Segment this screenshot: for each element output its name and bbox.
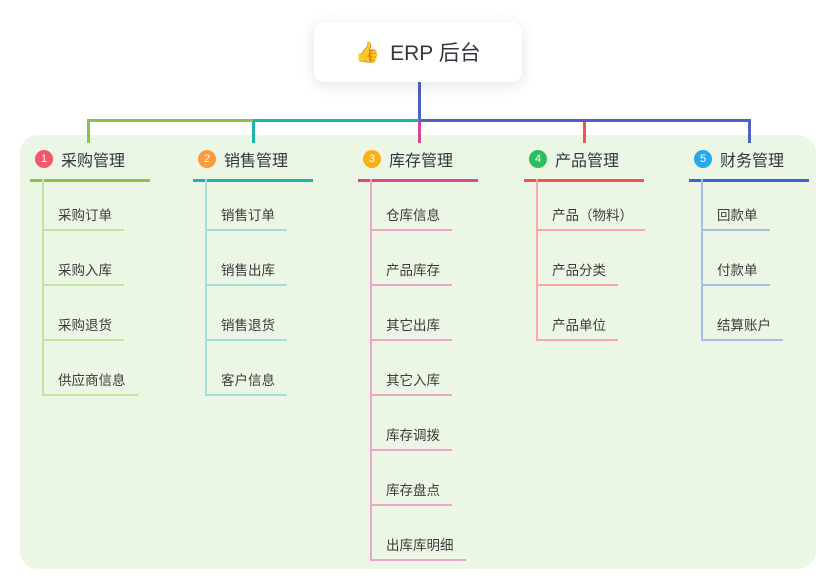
branch-title-finance[interactable]: 5 财务管理 <box>689 147 809 182</box>
branch-children-connector <box>536 179 538 341</box>
branch-purchase-management: 1 采购管理 采购订单 采购入库 采购退货 供应商信息 <box>30 147 160 396</box>
child-node-stock-transfer[interactable]: 库存调拨 <box>370 427 452 451</box>
child-node-product-unit[interactable]: 产品单位 <box>536 317 618 341</box>
child-node-stock-count[interactable]: 库存盘点 <box>370 482 452 506</box>
branch-finance-management: 5 财务管理 回款单 付款单 结算账户 <box>689 147 819 341</box>
branch-title-purchase[interactable]: 1 采购管理 <box>30 147 150 182</box>
child-node-sales-outbound[interactable]: 销售出库 <box>205 262 287 286</box>
branch-number-badge: 5 <box>694 150 712 168</box>
branch-label: 销售管理 <box>224 153 289 170</box>
branch-children-connector <box>370 179 372 561</box>
root-vertical-connector <box>418 82 421 122</box>
drop-connector-branch1 <box>87 119 90 143</box>
trunk-segment-branch2 <box>253 119 419 122</box>
child-node-product-category[interactable]: 产品分类 <box>536 262 618 286</box>
child-node-warehouse-info[interactable]: 仓库信息 <box>370 207 452 231</box>
branch-number-badge: 3 <box>363 150 381 168</box>
child-node-other-inbound[interactable]: 其它入库 <box>370 372 452 396</box>
drop-connector-branch2 <box>252 122 255 143</box>
drop-connector-branch4 <box>583 122 586 143</box>
trunk-segment-branch1 <box>87 119 253 122</box>
drop-connector-branch3 <box>418 122 421 143</box>
child-node-customer-info[interactable]: 客户信息 <box>205 372 287 396</box>
child-node-product-material[interactable]: 产品（物料） <box>536 207 645 231</box>
child-node-stock-detail[interactable]: 出库库明细 <box>370 537 466 561</box>
branch-label: 采购管理 <box>61 153 126 170</box>
root-node-label: ERP 后台 <box>390 42 481 65</box>
child-node-settlement-account[interactable]: 结算账户 <box>701 317 783 341</box>
branch-children-connector <box>42 179 44 396</box>
child-node-purchase-order[interactable]: 采购订单 <box>42 207 124 231</box>
branch-children-connector <box>205 179 207 396</box>
trunk-segment-right <box>419 119 751 122</box>
child-node-supplier-info[interactable]: 供应商信息 <box>42 372 138 396</box>
branch-number-badge: 2 <box>198 150 216 168</box>
branch-children-connector <box>701 179 703 341</box>
branch-inventory-management: 3 库存管理 仓库信息 产品库存 其它出库 其它入库 库存调拨 库存盘点 出库库… <box>358 147 488 561</box>
branch-number-badge: 1 <box>35 150 53 168</box>
child-node-receipt-bill[interactable]: 回款单 <box>701 207 770 231</box>
drop-connector-branch5 <box>748 119 751 143</box>
branch-label: 财务管理 <box>720 153 785 170</box>
child-node-payment-bill[interactable]: 付款单 <box>701 262 770 286</box>
branch-title-inventory[interactable]: 3 库存管理 <box>358 147 478 182</box>
branch-sales-management: 2 销售管理 销售订单 销售出库 销售退货 客户信息 <box>193 147 323 396</box>
child-node-other-outbound[interactable]: 其它出库 <box>370 317 452 341</box>
branches-background-panel <box>20 135 816 569</box>
child-node-purchase-inbound[interactable]: 采购入库 <box>42 262 124 286</box>
root-node-erp-admin[interactable]: 👍 ERP 后台 <box>314 22 522 82</box>
child-node-sales-order[interactable]: 销售订单 <box>205 207 287 231</box>
child-node-purchase-return[interactable]: 采购退货 <box>42 317 124 341</box>
branch-title-sales[interactable]: 2 销售管理 <box>193 147 313 182</box>
branch-label: 库存管理 <box>389 153 454 170</box>
thumbs-up-icon: 👍 <box>355 41 381 64</box>
child-node-product-stock[interactable]: 产品库存 <box>370 262 452 286</box>
branch-number-badge: 4 <box>529 150 547 168</box>
branch-label: 产品管理 <box>555 153 620 170</box>
branch-product-management: 4 产品管理 产品（物料） 产品分类 产品单位 <box>524 147 654 341</box>
branch-title-product[interactable]: 4 产品管理 <box>524 147 644 182</box>
child-node-sales-return[interactable]: 销售退货 <box>205 317 287 341</box>
